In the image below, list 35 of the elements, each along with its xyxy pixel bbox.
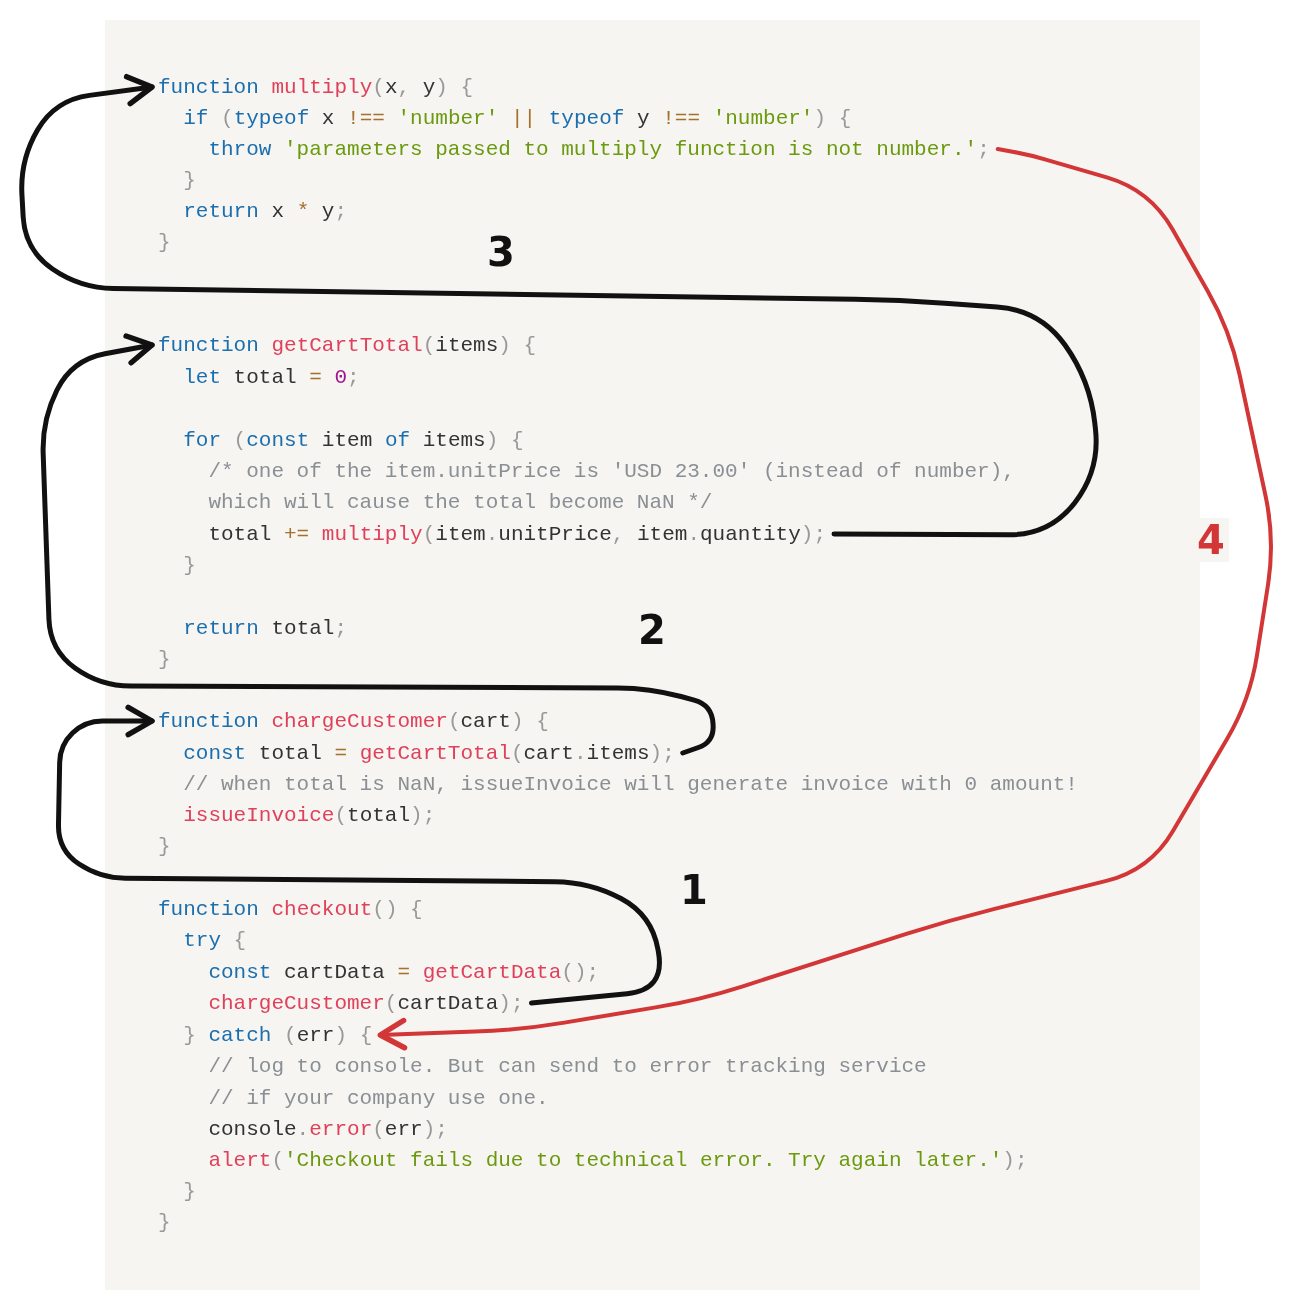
code-line: throw 'parameters passed to multiply function is not number.'; xyxy=(208,133,990,165)
code-line: } xyxy=(158,646,171,673)
arrow xyxy=(40,333,716,756)
code-line: total += multiply(item.unitPrice, item.quantity); xyxy=(208,518,827,550)
code-line: } xyxy=(183,167,196,194)
code-line: const total = getCartTotal(cart.items); xyxy=(183,737,675,769)
code-line: function checkout() { xyxy=(158,896,423,923)
code-line: function getCartTotal(items) { xyxy=(158,329,537,361)
code-line: /* one of the item.unitPrice is 'USD 23.00' (instead of number), xyxy=(208,458,1015,485)
code-line: // log to console. But can send to error tracking service xyxy=(208,1053,927,1080)
code-line: return total; xyxy=(183,615,348,642)
code-line: which will cause the total become NaN */ xyxy=(208,489,713,516)
code-line: } xyxy=(183,1178,196,1205)
code-line: const cartData = getCartData(); xyxy=(208,959,600,986)
code-line: function multiply(x, y) { xyxy=(158,71,474,103)
arrow xyxy=(19,73,1099,538)
arrow xyxy=(56,704,662,1006)
arrow xyxy=(377,147,1273,1051)
code-line: // when total is NaN, issueInvoice will generate invoice with 0 amount! xyxy=(183,771,1078,798)
code-line: for (const item of items) { xyxy=(183,427,524,454)
code-line: alert('Checkout fails due to technical error. Try again later.'); xyxy=(208,1147,1028,1174)
code-line: return x * y; xyxy=(183,198,348,225)
code-line: // if your company use one. xyxy=(208,1085,549,1112)
code-line: console.error(err); xyxy=(208,1116,448,1143)
code-line: if (typeof x !== 'number' || typeof y !== 'number') { xyxy=(183,105,852,132)
code-line: let total = 0; xyxy=(183,364,360,391)
code-line: } xyxy=(158,833,171,860)
code-line: chargeCustomer(cartData); xyxy=(208,987,524,1019)
code-line: try { xyxy=(183,927,247,954)
code-line: } xyxy=(183,552,196,579)
code-line: } catch (err) { xyxy=(183,1019,373,1051)
code-line: issueInvoice(total); xyxy=(183,802,436,829)
code-line: function chargeCustomer(cart) { xyxy=(158,705,549,737)
code-line: } xyxy=(158,229,171,256)
code-line: } xyxy=(158,1209,171,1236)
